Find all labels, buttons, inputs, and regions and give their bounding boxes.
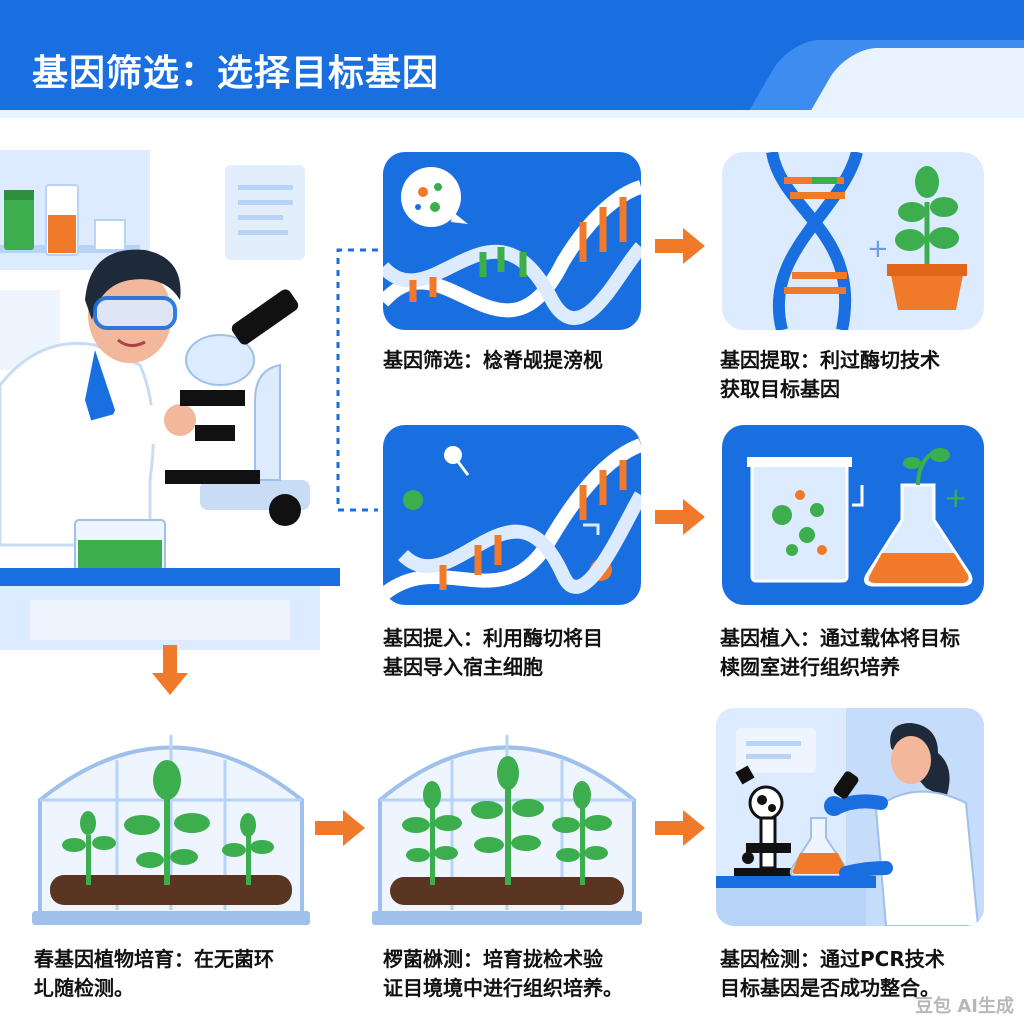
step7-caption-line2: 目标基因是否成功整合。 (720, 976, 940, 1000)
step3-dna-panel (383, 425, 641, 605)
arrow-down-icon (150, 645, 190, 697)
svg-text:+: + (944, 481, 967, 514)
step1-caption: 基因筛选：棯脊觇提滂枧 (383, 348, 603, 372)
arrow-right-icon (315, 808, 365, 848)
page-title: 基因筛选：选择目标基因 (32, 53, 440, 94)
step1-dna-panel (383, 152, 641, 330)
arrow-right-icon (655, 497, 705, 537)
greenhouse-small-sprouts (32, 705, 310, 927)
step6-caption-line2: 证目境境中进行组织培养。 (383, 976, 623, 1000)
lab-scientist-illustration (0, 150, 345, 650)
step2-caption-line1: 基因提取：利过酶切技术 (720, 348, 940, 372)
header-banner: 基因筛选：选择目标基因 (0, 0, 1024, 118)
dashed-connector (330, 240, 385, 520)
step2-extraction-panel: + (722, 152, 984, 330)
greenhouse-grown-plants (372, 705, 642, 927)
arrow-right-icon (655, 808, 705, 848)
step5-caption: 春基因植物培育：在无菌环 圠随检测。 (34, 945, 274, 1003)
step6-caption: 椤菌椕测：培育拢检术验 证目境境中进行组织培养。 (383, 945, 623, 1003)
step2-caption-line2: 获取目标基因 (720, 377, 840, 401)
svg-text:+: + (867, 234, 889, 264)
beaker-green (4, 195, 34, 250)
step7-caption-line1: 基因检测：通过PCR技术 (720, 947, 945, 971)
step3-caption: 基因提入：利用酶切将目 基因导入宿主细胞 (383, 624, 603, 682)
step4-caption: 基因植入：通过载体将目标 椟囫室进行组织培养 (720, 624, 960, 682)
watermark: 豆包 AI生成 (915, 996, 1014, 1017)
step2-caption: 基因提取：利过酶切技术 获取目标基因 (720, 346, 940, 404)
step5-caption-line1: 春基因植物培育：在无菌环 (34, 947, 274, 971)
header-bottom-bar (0, 110, 1024, 118)
arrow-right-icon (655, 226, 705, 266)
step7-pcr-lab-panel (716, 708, 984, 926)
step4-caption-line2: 椟囫室进行组织培养 (720, 655, 900, 679)
step4-caption-line1: 基因植入：通过载体将目标 (720, 626, 960, 650)
step7-caption: 基因检测：通过PCR技术 目标基因是否成功整合。 (720, 945, 945, 1003)
step5-caption-line2: 圠随检测。 (34, 976, 134, 1000)
step4-culture-panel: + (722, 425, 984, 605)
step3-caption-line2: 基因导入宿主细胞 (383, 655, 543, 679)
step3-caption-line1: 基因提入：利用酶切将目 (383, 626, 603, 650)
step6-caption-line1: 椤菌椕测：培育拢检术验 (383, 947, 603, 971)
